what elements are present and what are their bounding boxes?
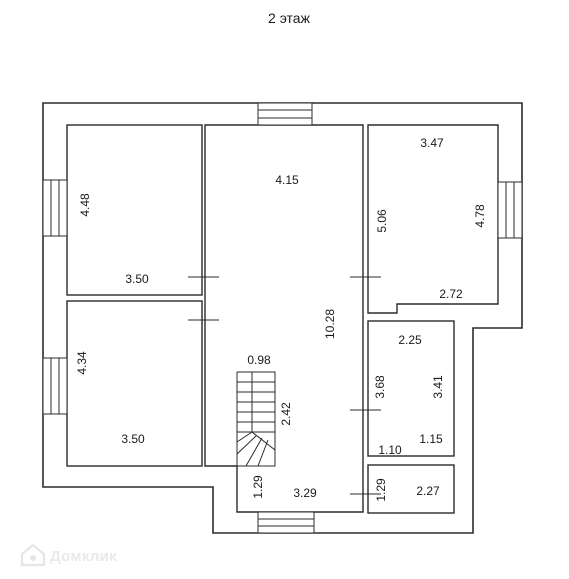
- window-right: [497, 181, 523, 239]
- dim-room-right-top-right-height: 4.78: [473, 204, 487, 228]
- watermark: Домклик: [20, 543, 117, 567]
- window-bottom: [257, 511, 315, 534]
- dim-hall-bottom-depth: 1.29: [251, 475, 265, 499]
- dim-stair-length: 2.42: [279, 402, 293, 426]
- dim-room-right-mid-bottom-left: 1.10: [378, 443, 402, 457]
- dim-hall-bottom-width: 3.29: [293, 486, 317, 500]
- room-bottom-left: [66, 300, 203, 467]
- dim-room-right-small-height: 1.29: [374, 478, 388, 502]
- watermark-text: Домклик: [50, 548, 117, 565]
- dim-room-right-mid-bottom-right: 1.15: [419, 432, 443, 446]
- room-right-small: [367, 464, 455, 514]
- window-left-upper: [42, 179, 68, 237]
- dim-room-right-mid-right-height: 3.41: [431, 375, 445, 399]
- dim-hall-width: 4.15: [275, 173, 299, 187]
- dim-room-top-left-width: 3.50: [125, 272, 149, 286]
- dim-stair-width: 0.98: [247, 353, 271, 367]
- room-right-middle: [367, 320, 455, 457]
- dim-room-right-mid-width: 2.25: [398, 333, 422, 347]
- window-left-lower: [42, 357, 68, 415]
- room-top-left: [66, 124, 203, 296]
- floor-title: 2 этаж: [268, 10, 311, 26]
- dim-room-top-left-height: 4.48: [78, 193, 92, 217]
- dim-hall-length: 10.28: [323, 309, 337, 339]
- door-marks: [188, 276, 381, 495]
- hall-room: [204, 124, 364, 513]
- dim-room-right-small-width: 2.27: [416, 484, 440, 498]
- window-top: [257, 102, 313, 126]
- dim-room-right-mid-left-height: 3.68: [373, 375, 387, 399]
- room-right-top: [367, 124, 499, 314]
- dim-room-right-top-width: 3.47: [420, 136, 444, 150]
- dim-room-bottom-left-width: 3.50: [121, 432, 145, 446]
- dim-room-right-top-bottom-width: 2.72: [439, 287, 463, 301]
- outer-wall-outline: [42, 102, 523, 534]
- watermark-logo-icon: [20, 543, 46, 567]
- staircase: [236, 371, 276, 467]
- dim-room-right-top-left-height: 5.06: [375, 209, 389, 233]
- dim-room-bottom-left-height: 4.34: [75, 351, 89, 375]
